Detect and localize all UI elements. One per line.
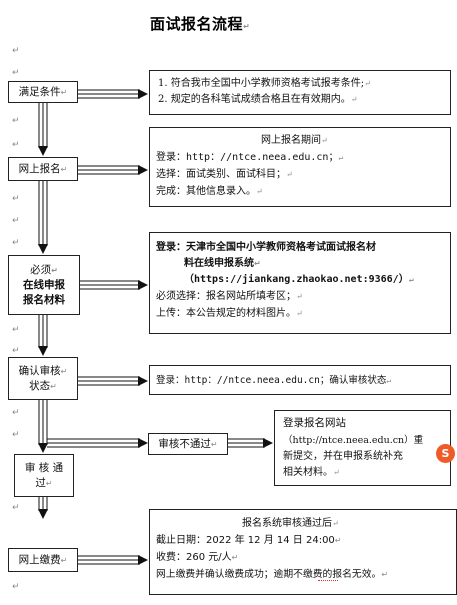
payment-heading: 报名系统审核通过后 <box>242 518 332 529</box>
condition-2: 2. 规定的各科笔试成绩合格且在有效期内。 <box>158 94 351 105</box>
para-mark: ↵ <box>12 582 20 592</box>
para-mark: ↵ <box>12 46 20 56</box>
para-mark: ↵ <box>12 346 20 356</box>
step-online-registration: 网上报名↵ <box>8 157 78 181</box>
para-mark: ↵ <box>12 430 20 440</box>
para-mark: ↵ <box>12 503 20 513</box>
para-mark: ↵ <box>12 140 20 150</box>
step-submit-materials: 必须↵ 在线申报 报名材料 <box>8 255 80 315</box>
materials-must-select: 必须选择：报名网站所填考区； <box>156 291 296 302</box>
step-confirm-review: 确认审核↵ 状态↵ <box>8 357 78 400</box>
para-mark: ↵ <box>12 408 20 418</box>
para-mark: ↵ <box>12 68 20 78</box>
detail-materials: 登录：天津市全国中小学教师资格考试面试报名材 料在线申报系统↵ （https:/… <box>149 232 451 334</box>
registration-heading: 网上报名期间 <box>261 135 321 146</box>
para-mark: ↵ <box>12 194 20 204</box>
materials-login-line2: 料在线申报系统 <box>184 258 254 269</box>
condition-1: 1. 符合我市全国中小学教师资格考试报考条件; <box>158 78 365 89</box>
detail-conditions: 1. 符合我市全国中小学教师资格考试报考条件;↵ 2. 规定的各科笔试成绩合格且… <box>149 70 451 115</box>
resubmit-line1: 登录报名网站 <box>283 417 346 429</box>
materials-login-line1: 登录：天津市全国中小学教师资格考试面试报名材 <box>156 242 376 253</box>
page-title: 面试报名流程↵ <box>150 15 251 33</box>
payment-note: 网上缴费并确认缴费成功；逾期不缴费的报名无效。 <box>156 569 382 580</box>
materials-url: （https://jiankang.zhaokao.net:9366/） <box>184 274 409 285</box>
step-conditions: 满足条件↵ <box>8 81 78 103</box>
confirm-instructions: 登录：http：//ntce.neea.edu.cn；确认审核状态 <box>156 375 387 386</box>
spellcheck-underline <box>318 577 338 581</box>
registration-select: 选择：面试类别、面试科目； <box>156 169 286 180</box>
registration-complete: 完成：其他信息录入。 <box>156 186 256 197</box>
step-online-payment: 网上缴费↵ <box>8 548 78 572</box>
payment-deadline: 截止日期：2022 年 12 月 14 日 24:00 <box>156 535 335 546</box>
para-mark: ↵ <box>12 238 20 248</box>
materials-upload: 上传：本公告规定的材料图片。 <box>156 308 296 319</box>
resubmit-line3: 新提交，并在申报系统补充 <box>283 451 403 462</box>
para-mark: ↵ <box>12 116 20 126</box>
payment-fee: 收费：260 元/人 <box>156 552 232 563</box>
resubmit-line4: 相关材料。 <box>283 467 333 478</box>
step-review-passed: 审 核 通 过↵ <box>14 454 74 497</box>
resubmit-line2: （http://ntce.neea.edu.cn）重 <box>283 435 424 446</box>
detail-confirm: 登录：http：//ntce.neea.edu.cn；确认审核状态↵ <box>149 365 451 395</box>
registration-login: 登录：http：//ntce.neea.edu.cn； <box>156 152 339 163</box>
sogou-input-icon[interactable]: S <box>436 444 455 463</box>
para-mark: ↵ <box>12 216 20 226</box>
detail-payment: 报名系统审核通过后↵ 截止日期：2022 年 12 月 14 日 24:00↵ … <box>149 509 457 595</box>
step-review-failed: 审核不通过↵ <box>148 433 228 455</box>
detail-online-registration: 网上报名期间↵ 登录：http：//ntce.neea.edu.cn；↵ 选择：… <box>149 127 451 207</box>
detail-resubmit: 登录报名网站 （http://ntce.neea.edu.cn）重 新提交，并在… <box>274 410 451 486</box>
para-mark: ↵ <box>12 325 20 335</box>
